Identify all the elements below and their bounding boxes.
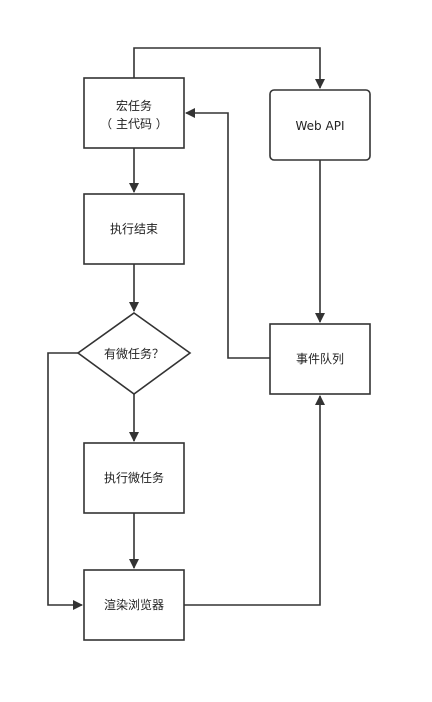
node-exec-end: 执行结束 (83, 193, 185, 265)
macro-task-label-line2: （ 主代码 ） (100, 117, 168, 131)
node-render-browser: 渲染浏览器 (83, 569, 185, 641)
exec-end-label: 执行结束 (110, 222, 158, 236)
edge-decision-no-to-render (47, 352, 83, 610)
node-has-micro-decision: 有微任务？ (76, 312, 192, 395)
web-api-label: Web API (296, 119, 345, 133)
exec-micro-label: 执行微任务 (104, 470, 164, 485)
render-browser-label: 渲染浏览器 (104, 597, 164, 612)
edge-macro-to-webapi (133, 47, 325, 89)
edge-event-queue-to-macro (185, 108, 270, 359)
node-web-api: Web API (269, 89, 371, 161)
event-queue-label: 事件队列 (296, 351, 344, 366)
macro-task-label-line1: 宏任务 (116, 98, 152, 113)
node-exec-micro: 执行微任务 (83, 442, 185, 514)
edge-render-to-event-queue (184, 395, 325, 606)
has-micro-label: 有微任务？ (104, 346, 164, 361)
node-macro-task: 宏任务 （ 主代码 ） (83, 77, 185, 149)
node-event-queue: 事件队列 (269, 323, 371, 395)
